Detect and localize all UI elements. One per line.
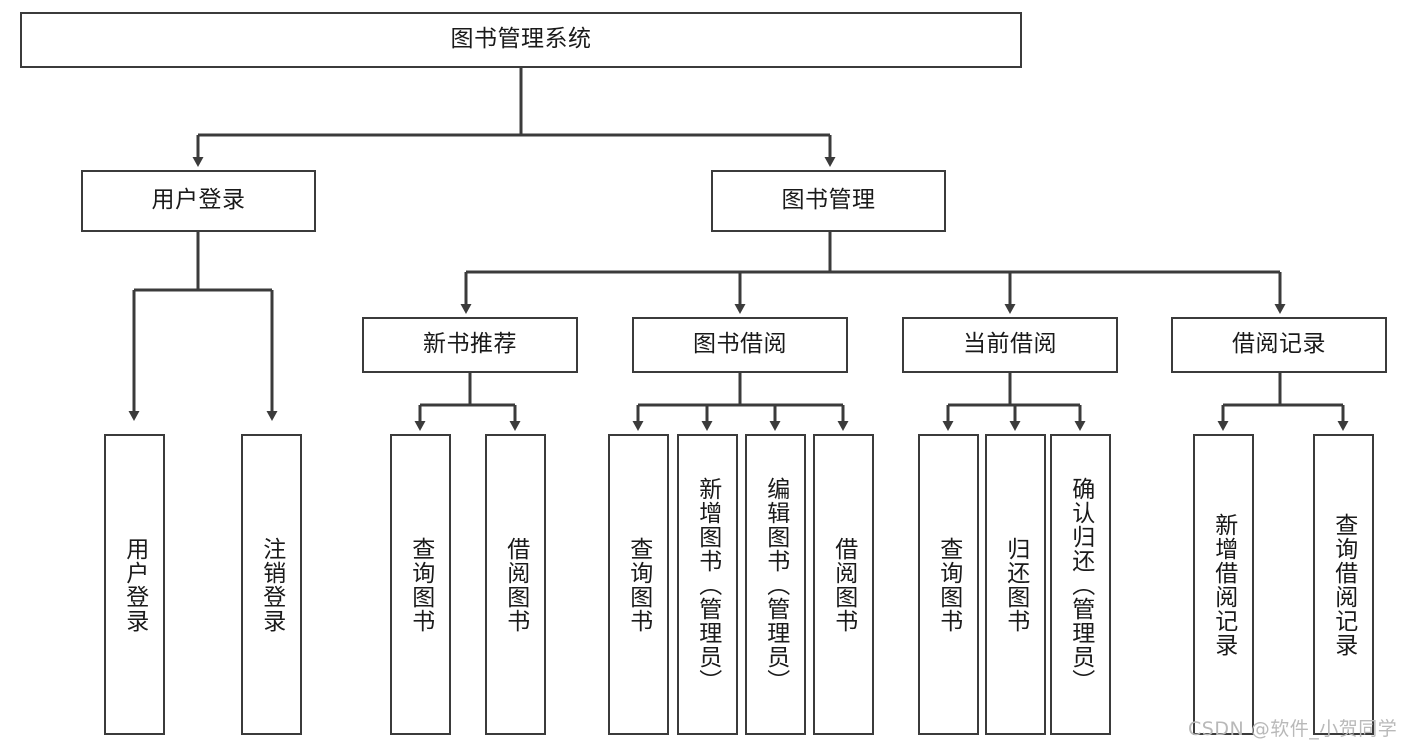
node-label: 借阅图书	[830, 536, 857, 633]
leaf-confirm-return-admin[interactable]: 确认归还（管理员）	[1050, 434, 1111, 735]
node-label: 查询借阅记录	[1330, 512, 1357, 657]
node-borrow-record[interactable]: 借阅记录	[1171, 317, 1387, 373]
node-label: 用户登录	[121, 536, 148, 633]
leaf-query-borrow-record[interactable]: 查询借阅记录	[1313, 434, 1374, 735]
node-book-management[interactable]: 图书管理	[711, 170, 946, 232]
node-label: 图书管理系统	[450, 26, 592, 53]
leaf-logout[interactable]: 注销登录	[241, 434, 302, 735]
node-label: 编辑图书（管理员）	[762, 476, 789, 693]
node-label: 新书推荐	[423, 331, 517, 358]
leaf-borrow-book[interactable]: 借阅图书	[813, 434, 874, 735]
leaf-query-book-borrow[interactable]: 查询图书	[608, 434, 669, 735]
node-current-borrow[interactable]: 当前借阅	[902, 317, 1118, 373]
leaf-add-book-admin[interactable]: 新增图书（管理员）	[677, 434, 738, 735]
leaf-return-book[interactable]: 归还图书	[985, 434, 1046, 735]
node-label: 借阅记录	[1232, 331, 1326, 358]
leaf-add-borrow-record[interactable]: 新增借阅记录	[1193, 434, 1254, 735]
leaf-edit-book-admin[interactable]: 编辑图书（管理员）	[745, 434, 806, 735]
node-label: 注销登录	[258, 536, 285, 633]
csdn-watermark: CSDN @软件_小贺同学	[1188, 718, 1398, 740]
node-label: 当前借阅	[963, 331, 1057, 358]
node-label: 查询图书	[407, 536, 434, 633]
node-label: 新增借阅记录	[1210, 512, 1237, 657]
node-label: 新增图书（管理员）	[694, 476, 721, 693]
leaf-borrow-book-recommendation[interactable]: 借阅图书	[485, 434, 546, 735]
node-label: 借阅图书	[502, 536, 529, 633]
node-label: 用户登录	[151, 187, 246, 214]
leaf-user-login[interactable]: 用户登录	[104, 434, 165, 735]
node-label: 查询图书	[625, 536, 652, 633]
node-new-book-recommendation[interactable]: 新书推荐	[362, 317, 578, 373]
leaf-query-book-current[interactable]: 查询图书	[918, 434, 979, 735]
node-root-book-management-system[interactable]: 图书管理系统	[20, 12, 1022, 68]
leaf-query-book-recommendation[interactable]: 查询图书	[390, 434, 451, 735]
node-label: 归还图书	[1002, 536, 1029, 633]
node-label: 查询图书	[935, 536, 962, 633]
node-label: 图书管理	[781, 187, 876, 214]
node-label: 确认归还（管理员）	[1067, 476, 1094, 693]
node-label: 图书借阅	[693, 331, 787, 358]
node-book-borrow[interactable]: 图书借阅	[632, 317, 848, 373]
node-user-login[interactable]: 用户登录	[81, 170, 316, 232]
